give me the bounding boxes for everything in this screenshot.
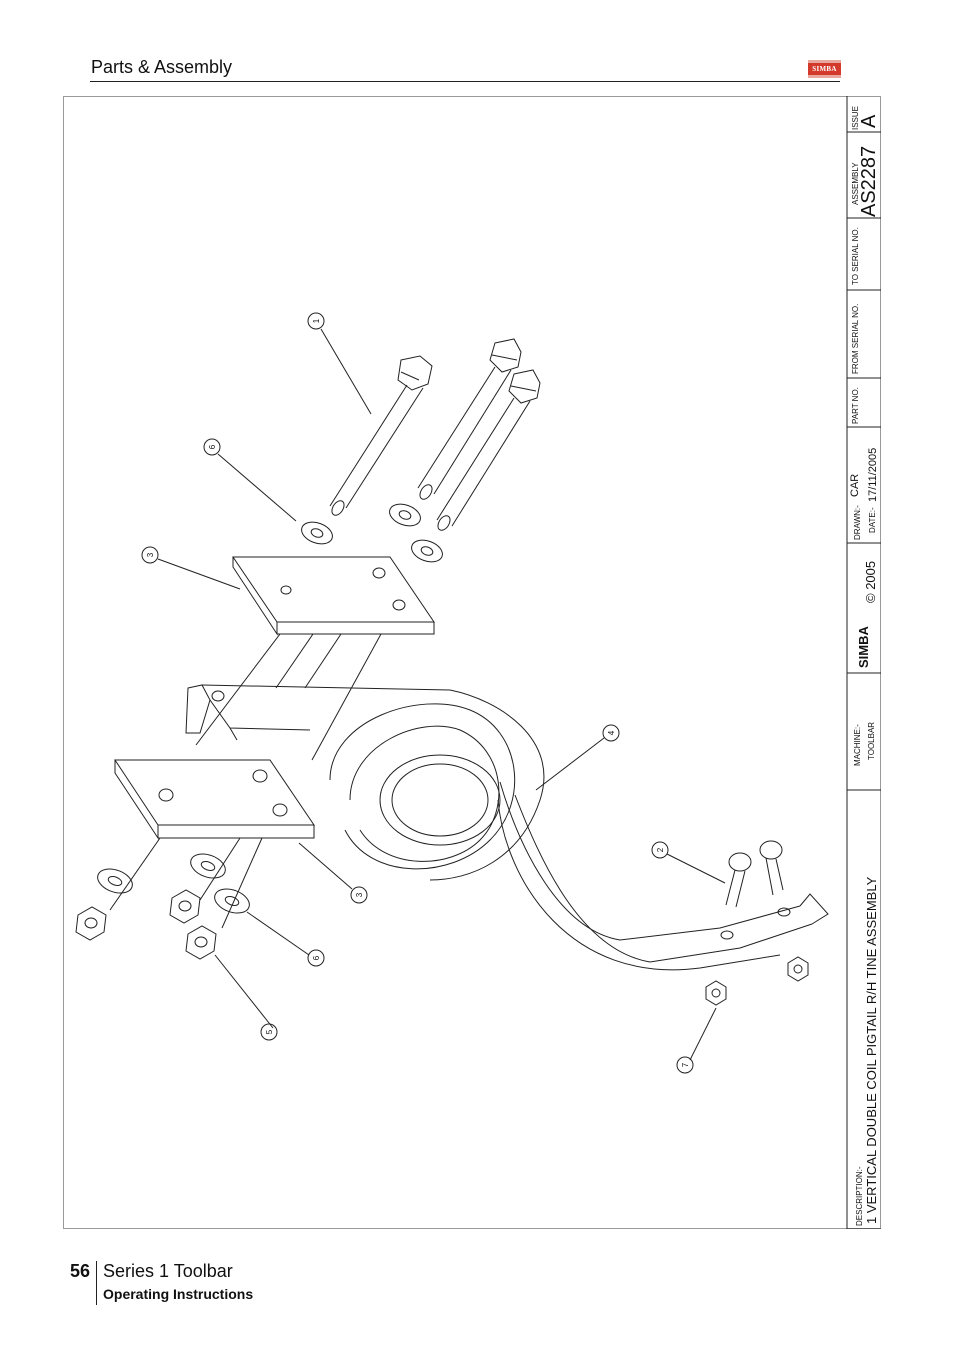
callout-6-lower: 6 — [312, 955, 321, 960]
lower-clamp-plate — [109, 759, 315, 929]
description-value: 1 VERTICAL DOUBLE COIL PIGTAIL R/H TINE … — [864, 876, 879, 1224]
simba-logo: SIMBA — [808, 60, 841, 78]
callout-3-upper: 3 — [146, 552, 155, 557]
plough-bolts — [705, 840, 809, 1006]
page-header-title: Parts & Assembly — [91, 57, 233, 77]
callout-3-lower: 3 — [355, 892, 364, 897]
bolt-1 — [329, 355, 433, 516]
header-rule — [90, 81, 840, 82]
issue-label: ISSUE — [851, 106, 860, 130]
date-value: 17/11/2005 — [867, 448, 879, 502]
footer-manual-title: Operating Instructions — [103, 1286, 254, 1302]
bolt-2 — [417, 338, 522, 500]
copyright: © 2005 — [863, 561, 878, 603]
part-no-label: PART NO. — [851, 387, 860, 424]
footer-series-title: Series 1 Toolbar — [103, 1261, 233, 1281]
title-block — [846, 96, 881, 1229]
drawing-frame — [63, 96, 881, 1229]
assembly-label: ASSEMBLY — [851, 162, 860, 205]
machine-label: MACHINE:- — [853, 724, 862, 766]
leader-lines — [157, 328, 726, 1061]
pigtail-tine — [185, 684, 829, 971]
to-serial-label: TO SERIAL NO. — [851, 227, 860, 285]
upper-washers — [301, 503, 443, 563]
description-label: DESCRIPTION:- — [855, 1166, 864, 1226]
callout-5: 5 — [265, 1029, 274, 1034]
callout-4: 4 — [607, 730, 616, 735]
title-block-logo: SIMBA — [856, 626, 871, 669]
callout-7: 7 — [681, 1062, 690, 1067]
callout-2: 2 — [656, 847, 665, 852]
page-number: 56 — [70, 1261, 91, 1281]
drawn-value: CAR — [849, 474, 861, 497]
lower-washers-nuts — [75, 853, 250, 960]
callout-circles — [141, 312, 694, 1074]
footer-rule — [96, 1261, 97, 1305]
date-label: DATE:- — [868, 507, 877, 533]
upper-clamp-plate — [195, 556, 435, 761]
exploded-assembly-drawing: 1 6 3 4 2 3 6 5 7 ISSUE A ASSEMBLY AS228… — [75, 96, 881, 1229]
machine-value: TOOLBAR — [867, 722, 876, 760]
bolt-3 — [436, 369, 541, 531]
drawn-label: DRAWN:- — [853, 505, 862, 540]
issue-value: A — [858, 114, 880, 128]
callout-6-upper: 6 — [208, 444, 217, 449]
assembly-number: AS2287 — [858, 146, 880, 217]
from-serial-label: FROM SERIAL NO. — [851, 304, 860, 374]
callout-1: 1 — [312, 318, 321, 323]
